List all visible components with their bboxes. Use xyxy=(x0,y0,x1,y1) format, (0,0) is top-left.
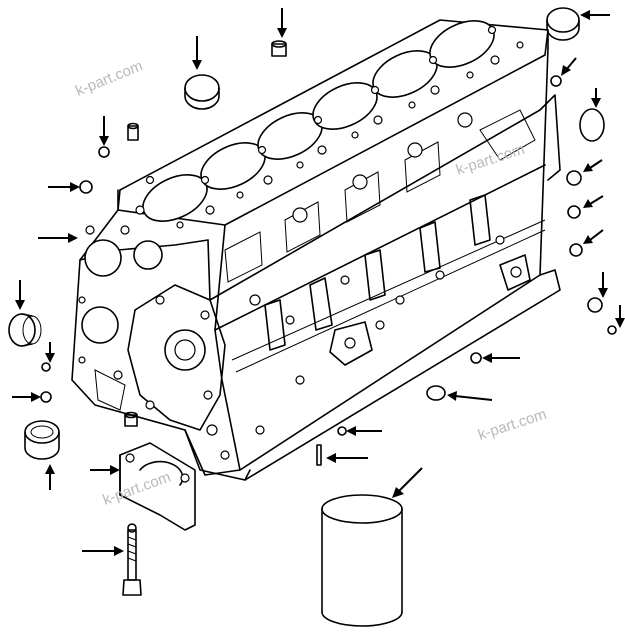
arrow-bolt xyxy=(82,546,124,556)
arrow-fitting-top xyxy=(277,8,287,38)
watermark-text: k-part.com xyxy=(73,57,145,99)
small-fittings xyxy=(40,40,617,466)
arrow-pin-lower xyxy=(326,453,368,463)
main-bearing-bolt xyxy=(122,523,142,596)
arrow-fitting-right xyxy=(561,57,577,76)
arrow-fitting-side-right-2 xyxy=(583,195,604,208)
arrow-lower-plug xyxy=(447,391,493,401)
arrow-bearing-cap xyxy=(90,465,120,475)
arrow-front-face xyxy=(38,233,78,243)
camshaft-bushing xyxy=(24,420,60,460)
arrow-small-plug-front xyxy=(45,342,55,363)
arrow-plug-top-left xyxy=(192,36,202,70)
arrow-plug-side-left xyxy=(48,182,80,192)
expansion-plug-right xyxy=(579,108,605,142)
expansion-plug-front xyxy=(8,313,42,347)
callout-arrows xyxy=(12,8,625,556)
main-bearing-cap xyxy=(119,442,196,531)
arrow-liner xyxy=(392,467,423,498)
arrow-fitting-side-right-1 xyxy=(583,159,603,172)
arrow-dowel-lower xyxy=(346,426,382,436)
expansion-plug-top-right xyxy=(546,7,580,41)
arrow-fitting-right-lower-2 xyxy=(615,305,625,328)
arrow-side-plug xyxy=(482,353,520,363)
cylinder-liner xyxy=(321,494,403,627)
engine-block xyxy=(71,19,561,481)
arrow-plug-front-low xyxy=(12,392,41,402)
arrow-fitting-side-right-3 xyxy=(583,229,604,244)
arrow-fitting-right-lower-1 xyxy=(598,272,608,298)
arrow-plug-right xyxy=(591,88,601,108)
expansion-plug-top-left xyxy=(184,74,220,110)
arrow-camshaft-bushing xyxy=(45,464,55,490)
watermark-text: k-part.com xyxy=(454,141,527,179)
arrow-dowel-left xyxy=(99,116,109,146)
arrow-plug-top-right xyxy=(580,10,610,20)
loose-parts xyxy=(8,7,617,627)
watermark-text: k-part.com xyxy=(476,406,549,444)
arrow-plug-front xyxy=(15,280,25,310)
